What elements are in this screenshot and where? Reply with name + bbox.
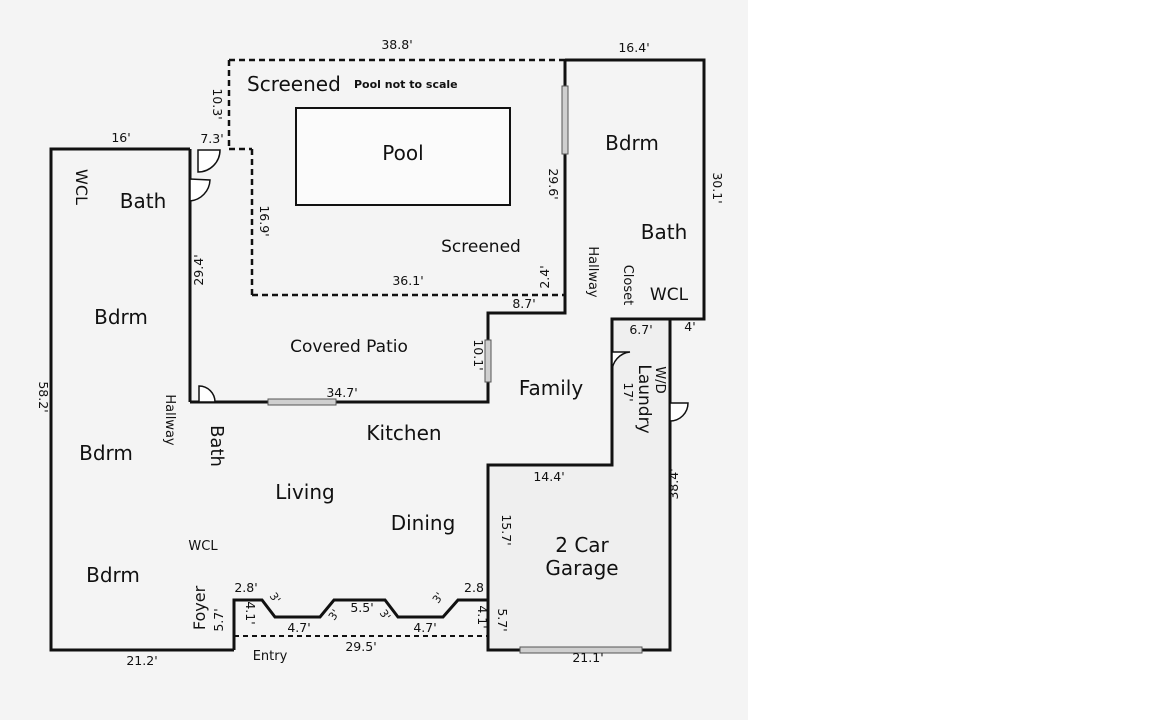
dim-front-2-8-right: 2.8 — [464, 580, 484, 595]
room-family: Family — [519, 376, 584, 400]
floor-plan-diagram: Screened Pool not to scale Pool Screened… — [36, 37, 725, 668]
dim-step-bottom: 8.7' — [512, 296, 535, 311]
dim-left-top: 16' — [111, 130, 130, 145]
dim-laundry-len: 17' — [621, 382, 636, 401]
dim-laundry-4: 4' — [684, 319, 695, 334]
dim-front-4-7-right: 4.7' — [413, 620, 436, 635]
dim-front-4-1-left: 4.1' — [243, 601, 258, 624]
room-garage-line2: Garage — [545, 556, 618, 580]
dim-screen-bottom: 36.1' — [392, 273, 423, 288]
pool-note: Pool not to scale — [354, 78, 458, 91]
dim-patio-bottom: 34.7' — [326, 385, 357, 400]
dim-left-wall: 58.2' — [36, 381, 51, 412]
dim-pool-side: 29.6' — [546, 168, 561, 199]
room-laundry: Laundry — [634, 364, 654, 433]
room-screened-top: Screened — [247, 72, 341, 96]
room-garage-line1: 2 Car — [555, 533, 609, 557]
dim-front-4-1-right: 4.1' — [475, 605, 490, 628]
dim-patio-left: 29.4' — [191, 254, 206, 285]
room-living: Living — [275, 480, 334, 504]
label-wd: W/D — [652, 366, 667, 393]
room-wcl-left: WCL — [72, 169, 91, 205]
room-bath-right: Bath — [641, 220, 688, 244]
dim-garage-right: 38.4' — [666, 468, 681, 499]
door-swings — [189, 149, 689, 422]
dim-top-right: 16.4' — [618, 40, 649, 55]
label-hallway-left: Hallway — [162, 394, 177, 446]
label-entry: Entry — [253, 649, 288, 664]
floor-plan-panel: Screened Pool not to scale Pool Screened… — [0, 0, 748, 720]
label-closet: Closet — [620, 265, 635, 306]
dim-garage-left: 15.7' — [499, 514, 514, 545]
dim-notch: 7.3' — [200, 131, 223, 146]
dim-step-small: 2.4' — [537, 265, 552, 288]
dim-screen-side: 10.3' — [210, 88, 225, 119]
room-bdrm-right: Bdrm — [605, 131, 659, 155]
room-bdrm-left-2: Bdrm — [79, 441, 133, 465]
dim-top-screen: 38.8' — [381, 37, 412, 52]
dim-screen-left: 16.9' — [257, 205, 272, 236]
dim-garage-bottom: 21.1' — [572, 650, 603, 665]
room-bdrm-left-3: Bdrm — [86, 563, 140, 587]
dim-front-4-7-left: 4.7' — [287, 620, 310, 635]
room-wcl-mid: WCL — [188, 539, 218, 554]
room-pool: Pool — [382, 141, 423, 165]
dim-garage-top: 14.4' — [533, 469, 564, 484]
screened-enclosure — [227, 58, 565, 297]
dim-right-bdrm: 30.1' — [710, 172, 725, 203]
dim-foyer-left: 5.7' — [211, 608, 226, 631]
room-kitchen: Kitchen — [366, 421, 441, 445]
dim-entry-width: 29.5' — [345, 639, 376, 654]
room-bath-top-left: Bath — [120, 189, 167, 213]
room-screened-lower: Screened — [441, 237, 521, 257]
dim-front-2-8-left: 2.8' — [234, 580, 257, 595]
garage-floor — [488, 319, 670, 650]
room-bath-mid: Bath — [206, 425, 227, 467]
pool-shape — [295, 107, 511, 206]
dim-foyer-right: 5.7' — [495, 608, 510, 631]
room-covered-patio: Covered Patio — [290, 337, 408, 357]
dim-patio-right: 10.1' — [471, 339, 486, 370]
room-bdrm-left-1: Bdrm — [94, 305, 148, 329]
room-wcl-right: WCL — [650, 285, 689, 305]
dim-front-5-5: 5.5' — [350, 600, 373, 615]
sliding-doors — [267, 85, 643, 654]
dim-laundry-top: 6.7' — [629, 322, 652, 337]
room-foyer: Foyer — [190, 585, 209, 630]
room-dining: Dining — [391, 511, 456, 535]
dim-bottom-left: 21.2' — [126, 653, 157, 668]
label-hallway-right: Hallway — [585, 246, 600, 298]
